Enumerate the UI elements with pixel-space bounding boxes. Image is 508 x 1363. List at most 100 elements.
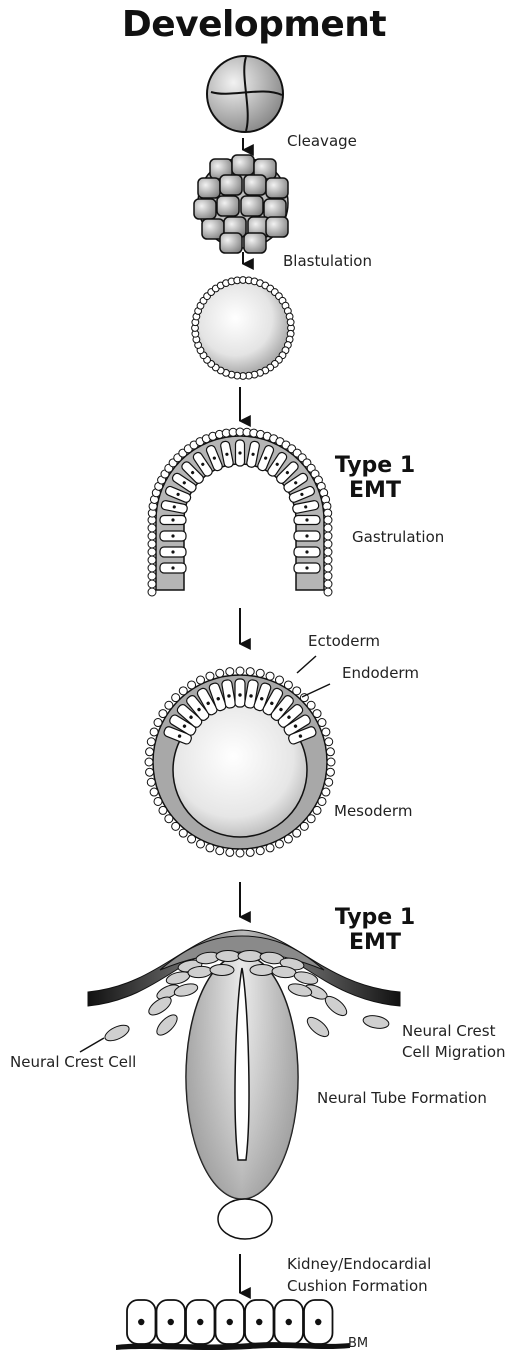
gastrula-outer-cell — [148, 532, 156, 540]
germ-surface-cell — [236, 667, 244, 675]
germ-surface-cell — [300, 822, 308, 830]
epithelial-nucleus — [227, 1319, 233, 1325]
germ-surface-cell — [284, 681, 292, 689]
label-kidney-1: Kidney/Endocardial — [287, 1255, 431, 1273]
neural-crest-leader — [80, 1038, 104, 1052]
label-neural-tube-formation: Neural Tube Formation — [317, 1089, 487, 1107]
germ-surface-cell — [322, 728, 330, 736]
germ-surface-cell — [275, 676, 283, 684]
germ-surface-cell — [325, 778, 333, 786]
germ-surface-cell — [159, 806, 167, 814]
germ-surface-cell — [147, 778, 155, 786]
germ-surface-cell — [206, 672, 214, 680]
morula-cell — [194, 199, 216, 219]
germ-surface-cell — [246, 848, 254, 856]
gastrula-outer-cell — [324, 572, 332, 580]
germ-surface-cell — [197, 840, 205, 848]
neural-crest-cell — [210, 965, 234, 976]
germ-surface-cell — [226, 668, 234, 676]
gastrula-columnar-cell — [160, 563, 186, 573]
germ-surface-cell — [275, 840, 283, 848]
notochord — [218, 1199, 272, 1239]
gastrula-outer-cell — [148, 540, 156, 548]
germ-surface-cell — [165, 701, 173, 709]
morula-embryo — [194, 155, 288, 253]
germ-surface-cell — [293, 829, 301, 837]
morula-cell — [220, 233, 242, 253]
label-endoderm: Endoderm — [342, 664, 419, 682]
germ-surface-cell — [307, 815, 315, 823]
germ-surface-cell — [313, 710, 321, 718]
gastrula-outer-cell — [148, 588, 156, 596]
epithelial-nucleus — [168, 1319, 174, 1325]
label-mesoderm: Mesoderm — [334, 802, 412, 820]
emt-label-2: Type 1 EMT — [325, 905, 425, 956]
germ-surface-cell — [326, 748, 334, 756]
gastrula-outer-cell — [148, 580, 156, 588]
label-neural-crest-migration-2: Cell Migration — [402, 1043, 506, 1061]
gastrula-columnar-cell — [294, 563, 320, 573]
germ-surface-cell — [318, 719, 326, 727]
germ-surface-cell — [216, 847, 224, 855]
label-gastrulation: Gastrulation — [352, 528, 444, 546]
germ-surface-cell — [293, 687, 301, 695]
germ-surface-cell — [179, 829, 187, 837]
germ-surface-cell — [226, 848, 234, 856]
blastula-embryo — [192, 277, 295, 380]
migrating-crest-cell — [154, 1012, 181, 1039]
germ-surface-cell — [188, 681, 196, 689]
germ-surface-cell — [188, 835, 196, 843]
germ-surface-cell — [145, 758, 153, 766]
blastula-surface-cell — [287, 319, 294, 326]
germ-surface-cell — [266, 672, 274, 680]
germ-surface-cell — [318, 797, 326, 805]
label-ectoderm: Ectoderm — [308, 632, 380, 650]
germ-surface-cell — [146, 768, 154, 776]
gastrula-outer-cell — [324, 540, 332, 548]
gastrula-outer-cell — [324, 556, 332, 564]
germ-surface-cell — [154, 719, 162, 727]
morula-cell — [266, 217, 288, 237]
germ-surface-cell — [206, 844, 214, 852]
morula-cell — [264, 199, 286, 219]
epithelial-nucleus — [315, 1319, 321, 1325]
germ-surface-cell — [147, 738, 155, 746]
gastrula-columnar-cell — [294, 516, 320, 525]
migrating-crest-cell — [103, 1022, 132, 1044]
ectoderm-leader — [297, 656, 316, 673]
label-bm: BM — [348, 1336, 368, 1352]
germ-surface-cell — [159, 710, 167, 718]
gastrula-outer-cell — [148, 524, 156, 532]
label-blastulation: Blastulation — [283, 252, 372, 270]
migrating-crest-cell — [362, 1014, 390, 1030]
gastrula-columnar-cell — [160, 547, 186, 557]
germ-surface-cell — [179, 687, 187, 695]
gastrula-outer-cell — [324, 580, 332, 588]
emt-label-1-line1: Type 1 — [325, 453, 425, 478]
morula-cell — [232, 155, 254, 175]
gastrula-outer-cell — [148, 564, 156, 572]
migrating-crest-cell — [322, 993, 350, 1019]
morula-cell — [198, 178, 220, 198]
morula-cell — [266, 178, 288, 198]
gastrula-outer-cell — [324, 588, 332, 596]
epithelial-cell-row — [116, 1300, 350, 1350]
germ-surface-cell — [146, 748, 154, 756]
germ-surface-cell — [307, 701, 315, 709]
emt-label-1-line2: EMT — [325, 478, 425, 503]
gastrula-columnar-cell — [160, 531, 186, 541]
germ-surface-cell — [313, 806, 321, 814]
neural-tube-embryo — [80, 930, 400, 1239]
germ-surface-cell — [266, 844, 274, 852]
label-cleavage: Cleavage — [287, 132, 357, 150]
neural-crest-cell — [250, 965, 274, 976]
germ-surface-cell — [165, 815, 173, 823]
germ-surface-cell — [197, 676, 205, 684]
epithelial-nucleus — [197, 1319, 203, 1325]
germ-surface-cell — [216, 669, 224, 677]
morula-cell — [241, 196, 263, 216]
morula-cell — [244, 233, 266, 253]
endoderm-leader — [302, 684, 330, 697]
